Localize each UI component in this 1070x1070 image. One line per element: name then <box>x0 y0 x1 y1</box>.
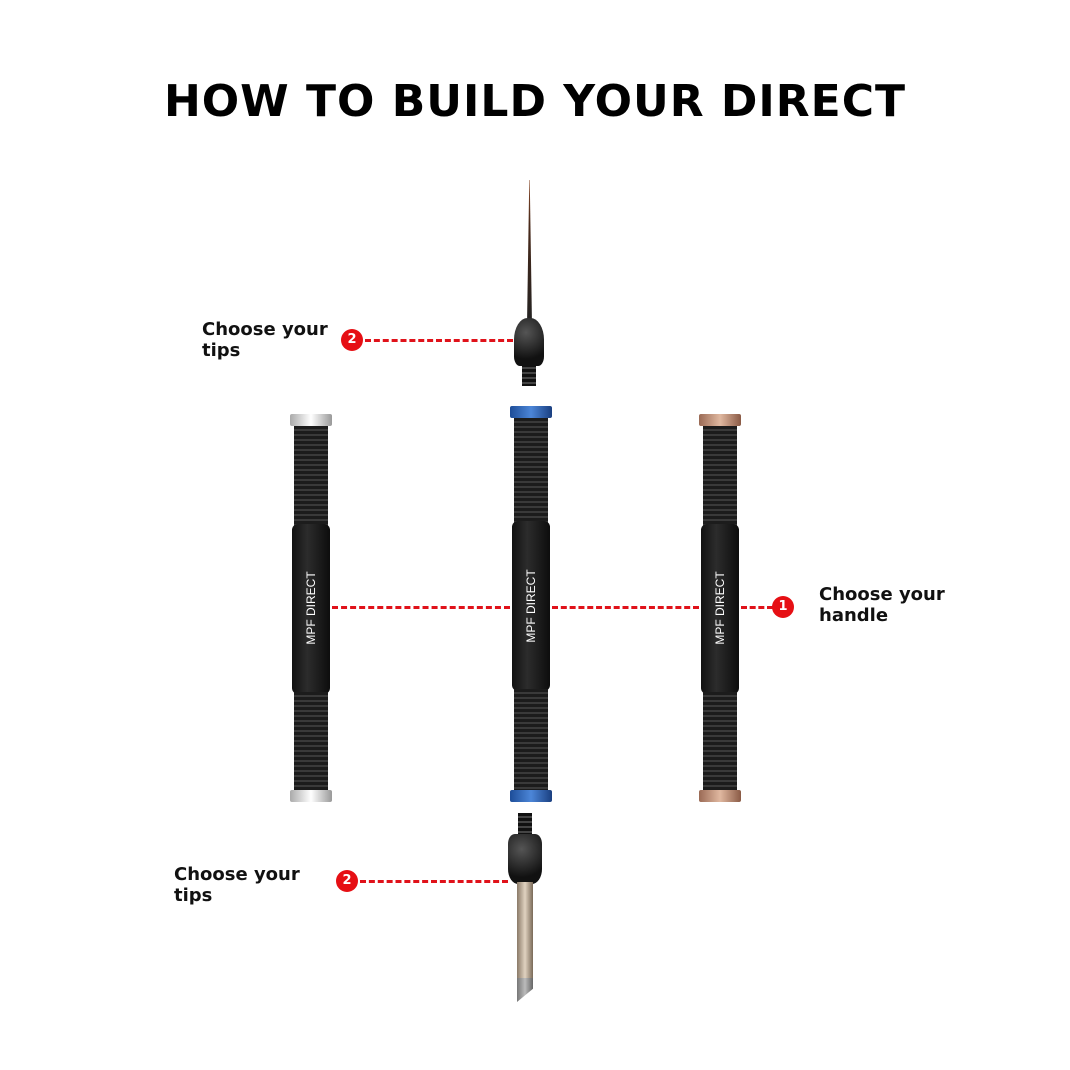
label-line: Choose your <box>819 584 945 605</box>
grip <box>703 692 737 790</box>
grip <box>514 689 548 790</box>
blue-cap <box>510 406 552 418</box>
grip <box>294 692 328 790</box>
brand-text: MPF DIRECT <box>304 571 318 645</box>
label-line: handle <box>819 605 889 626</box>
connector-line <box>552 606 699 609</box>
step-number-badge: 2 <box>341 329 363 351</box>
handle-body <box>512 521 550 691</box>
label-line: Choose your <box>202 319 328 340</box>
step-handle-label: Choose your handle <box>819 584 945 626</box>
label-line: Choose your <box>174 864 300 885</box>
brand-text: MPF DIRECT <box>524 569 538 643</box>
grip <box>703 426 737 526</box>
blue-cap <box>510 790 552 802</box>
grip <box>514 418 548 523</box>
step-number-badge: 2 <box>336 870 358 892</box>
copper-cap <box>699 790 741 802</box>
connector-line <box>365 339 513 342</box>
step-number-badge: 1 <box>772 596 794 618</box>
copper-cap <box>699 414 741 426</box>
handle-blue[interactable]: MPF DIRECT <box>510 406 552 802</box>
label-line: tips <box>202 340 241 361</box>
label-line: tips <box>174 885 213 906</box>
page-title: HOW TO BUILD YOUR DIRECT <box>163 76 907 127</box>
brand-text: MPF DIRECT <box>713 571 727 645</box>
connector-line <box>332 606 510 609</box>
handle-body <box>292 524 330 694</box>
handle-body <box>701 524 739 694</box>
silver-cap <box>290 790 332 802</box>
grip <box>294 426 328 526</box>
connector-line <box>741 606 773 609</box>
handle-silver[interactable]: MPF DIRECT <box>290 414 332 802</box>
connector-line <box>360 880 508 883</box>
handle-copper[interactable]: MPF DIRECT <box>699 414 741 802</box>
step-tips-top-label: Choose your tips <box>202 319 328 361</box>
silver-cap <box>290 414 332 426</box>
step-tips-bottom-label: Choose your tips <box>174 864 300 906</box>
